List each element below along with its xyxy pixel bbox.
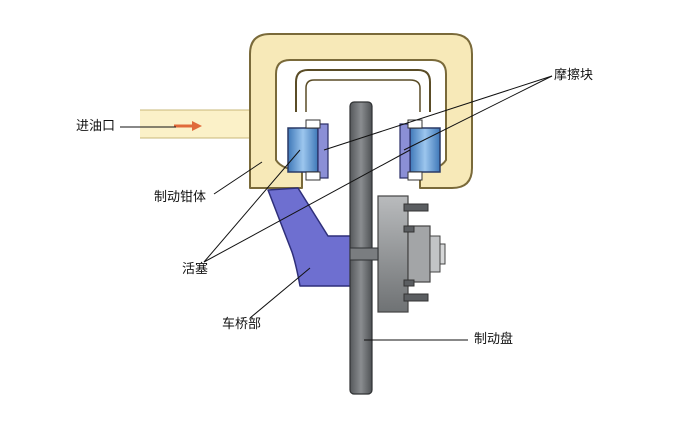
leader-friction-pad-left bbox=[323, 75, 553, 151]
label-caliper-body: 制动钳体 bbox=[154, 190, 207, 205]
oil-inlet-channel bbox=[140, 110, 270, 138]
leader-piston-right bbox=[203, 149, 411, 263]
leader-friction-pad-right bbox=[403, 75, 553, 151]
hub-cap bbox=[429, 235, 441, 273]
wheel-stud-lower bbox=[403, 279, 415, 287]
hub-cap-tip bbox=[439, 243, 446, 265]
label-axle: 车桥部 bbox=[222, 317, 262, 332]
seal-left-bottom bbox=[305, 171, 321, 181]
seal-right-top bbox=[407, 119, 423, 129]
label-piston: 活塞 bbox=[182, 262, 209, 277]
leader-piston-left bbox=[203, 149, 301, 263]
hub-flange bbox=[377, 195, 409, 313]
oil-flow-arrow-head bbox=[192, 121, 202, 131]
wheel-stud-mid bbox=[403, 225, 415, 233]
piston-left bbox=[287, 127, 319, 173]
wheel-stud-bottom bbox=[403, 293, 429, 302]
seal-left-top bbox=[305, 119, 321, 129]
wheel-stud-top bbox=[403, 203, 429, 212]
friction-pad-left bbox=[317, 123, 329, 179]
label-brake-disc: 制动盘 bbox=[474, 332, 514, 347]
brake-disc-hub-band bbox=[349, 247, 379, 261]
label-oil-inlet: 进油口 bbox=[76, 119, 116, 134]
caliper-oil-passage-inner bbox=[305, 79, 421, 112]
seal-right-bottom bbox=[407, 171, 423, 181]
leader-axle bbox=[249, 267, 311, 319]
hub-body bbox=[407, 225, 431, 283]
axle-bracket bbox=[267, 187, 357, 287]
caliper-oil-passage bbox=[295, 69, 431, 112]
label-friction-pad: 摩擦块 bbox=[554, 68, 594, 83]
leader-caliper-body bbox=[213, 161, 263, 195]
